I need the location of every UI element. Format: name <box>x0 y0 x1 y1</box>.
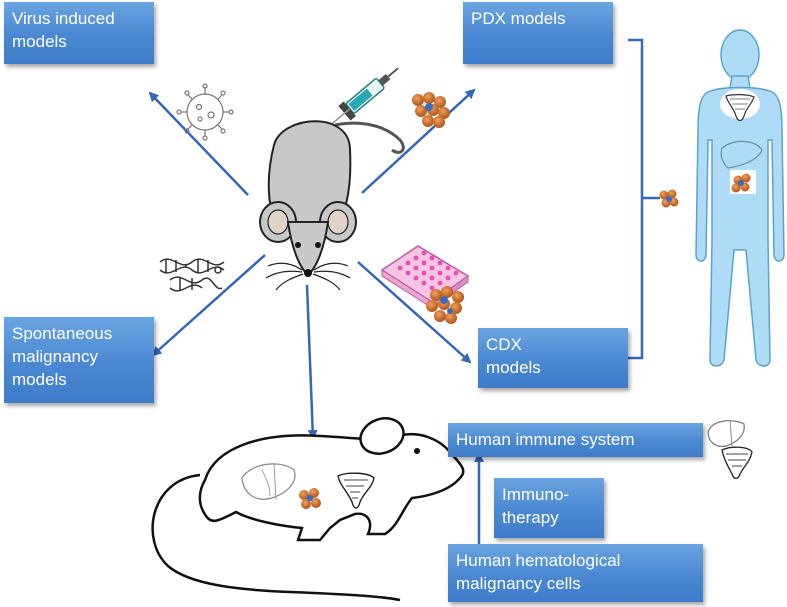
box-label: malignancy cells <box>456 574 581 593</box>
arrow-to-cdx <box>357 261 472 364</box>
tumor-cluster-icon <box>426 286 464 324</box>
box-label: malignancy <box>12 347 98 366</box>
liver-icon <box>241 463 296 501</box>
tumor-cluster-icon <box>299 488 321 509</box>
box-label: Virus induced <box>12 9 115 28</box>
arrow-to-humanized-mouse <box>305 284 318 440</box>
mouse-illustration <box>259 120 405 291</box>
liver-icon <box>707 419 745 447</box>
syringe-icon <box>328 67 399 127</box>
dna-icon <box>159 258 225 292</box>
liver-icon <box>720 140 763 169</box>
virus-induced-models-box: Virus induced models <box>4 2 154 64</box>
box-label: models <box>12 370 67 389</box>
arrow-to-spontaneous <box>151 254 266 357</box>
box-label: PDX models <box>471 9 566 28</box>
humanized-mouse-illustration <box>151 417 465 602</box>
spontaneous-malignancy-models-box: Spontaneous malignancy models <box>4 317 154 403</box>
bracket <box>628 38 660 360</box>
tumor-cluster-icon <box>730 170 756 194</box>
thymus-icon <box>725 94 755 122</box>
arrow-to-pdx <box>361 88 476 194</box>
immunotherapy-box: Immuno- therapy <box>494 478 604 538</box>
box-label: Spontaneous <box>12 324 113 343</box>
tumor-cluster-icon <box>659 189 679 208</box>
human-silhouette <box>695 29 785 367</box>
thymus-icon <box>721 446 753 480</box>
box-label: CDX <box>486 335 522 354</box>
human-hematological-malignancy-cells-box: Human hematological malignancy cells <box>448 544 703 602</box>
box-label: Human immune system <box>456 430 635 449</box>
tumor-cluster-icon <box>412 92 450 128</box>
virus-icon <box>176 83 234 141</box>
pdx-models-box: PDX models <box>463 2 613 64</box>
arrow-to-virus <box>148 91 249 196</box>
box-label: therapy <box>502 508 559 527</box>
box-label: Immuno- <box>502 485 570 504</box>
cdx-models-box: CDX models <box>478 328 628 388</box>
box-label: models <box>486 358 541 377</box>
human-immune-system-box: Human immune system <box>448 423 703 457</box>
box-label: models <box>12 32 67 51</box>
box-label: Human hematological <box>456 551 621 570</box>
thymus-icon <box>337 472 375 509</box>
